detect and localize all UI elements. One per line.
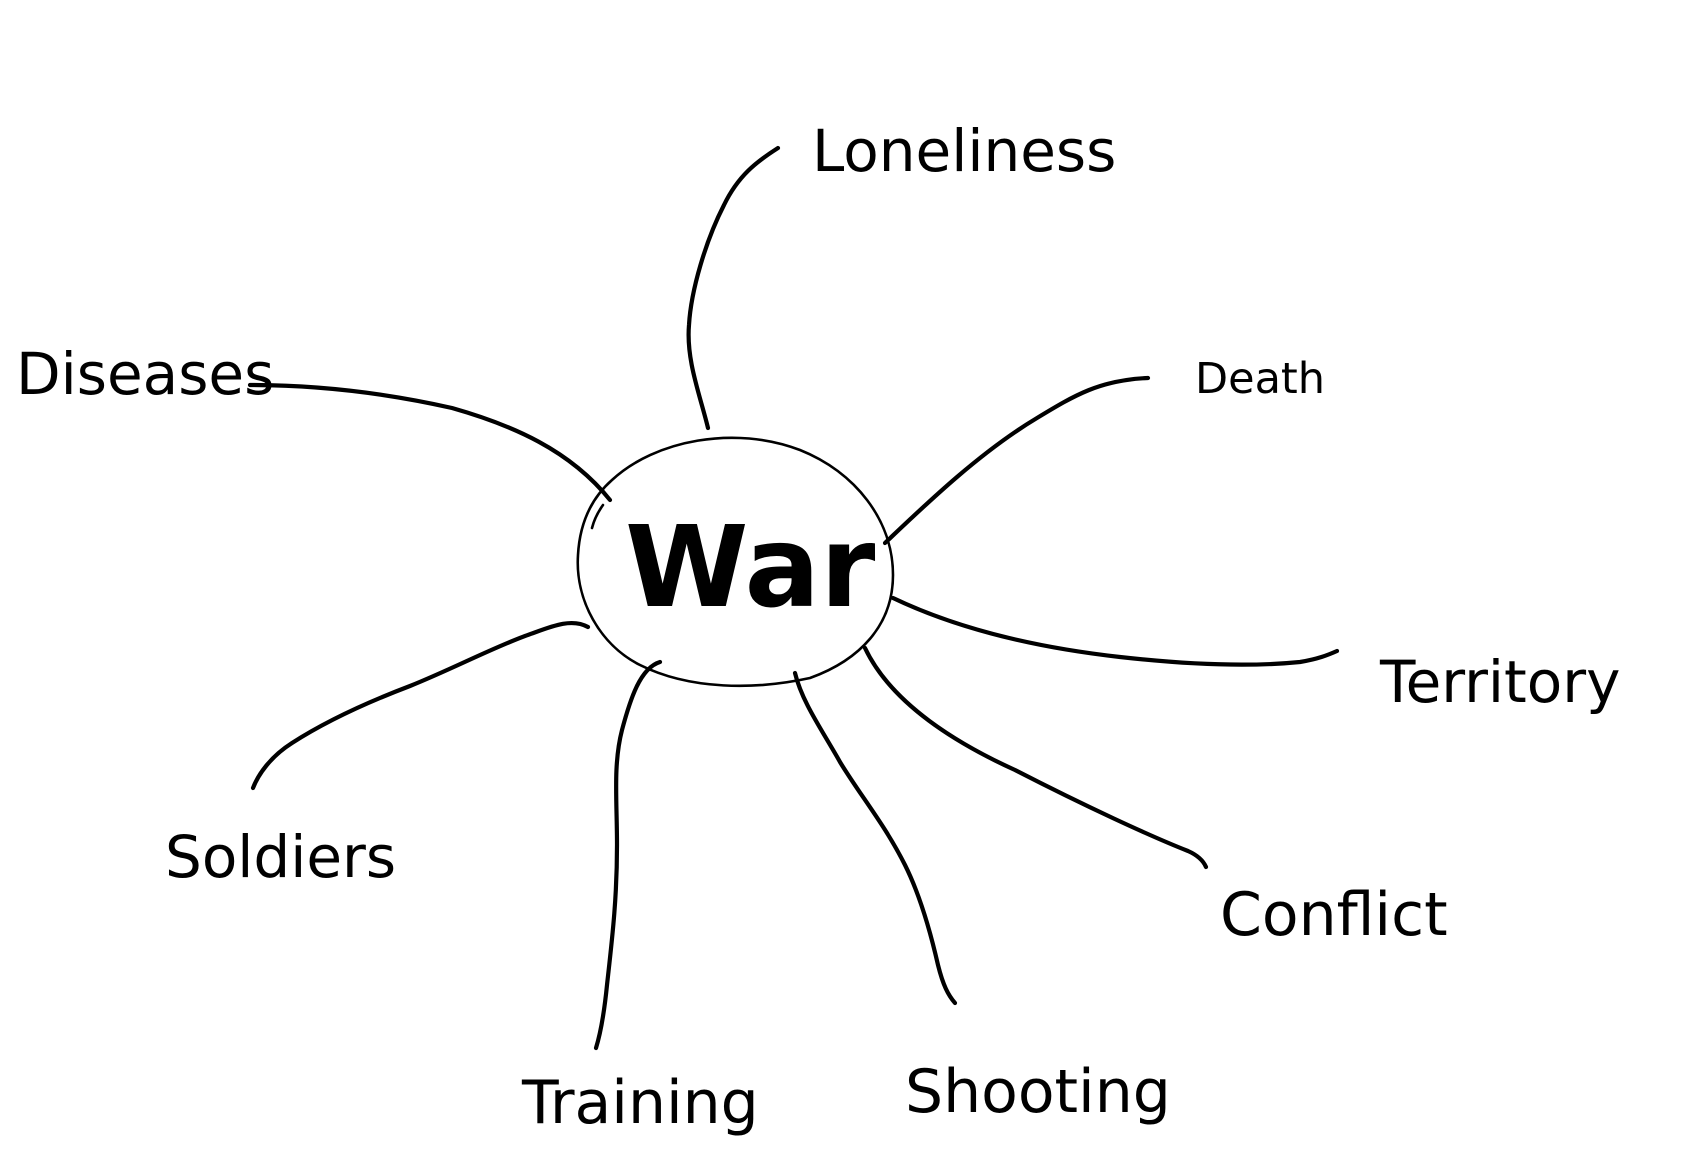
connector-death [882,375,1151,546]
branch-label-territory: Territory [1380,648,1621,716]
connector-conflict [862,645,1209,870]
connector-shooting [792,670,958,1006]
branch-label-soldiers: Soldiers [165,823,397,891]
connector-diseases [247,382,613,503]
connector-loneliness [686,145,781,431]
center-topic-war: War [625,503,876,633]
branch-label-conflict: Conflict [1220,880,1448,950]
branch-label-death: Death [1195,354,1326,404]
center-bubble [576,436,895,688]
branch-label-loneliness: Loneliness [812,117,1117,185]
connector-soldiers [250,621,591,791]
center-bubble-overlap [590,503,605,530]
connector-territory [890,595,1340,667]
branch-label-shooting: Shooting [905,1057,1171,1127]
branch-label-training: Training [522,1068,759,1138]
connector-training [593,659,663,1051]
branch-label-diseases: Diseases [16,340,275,408]
